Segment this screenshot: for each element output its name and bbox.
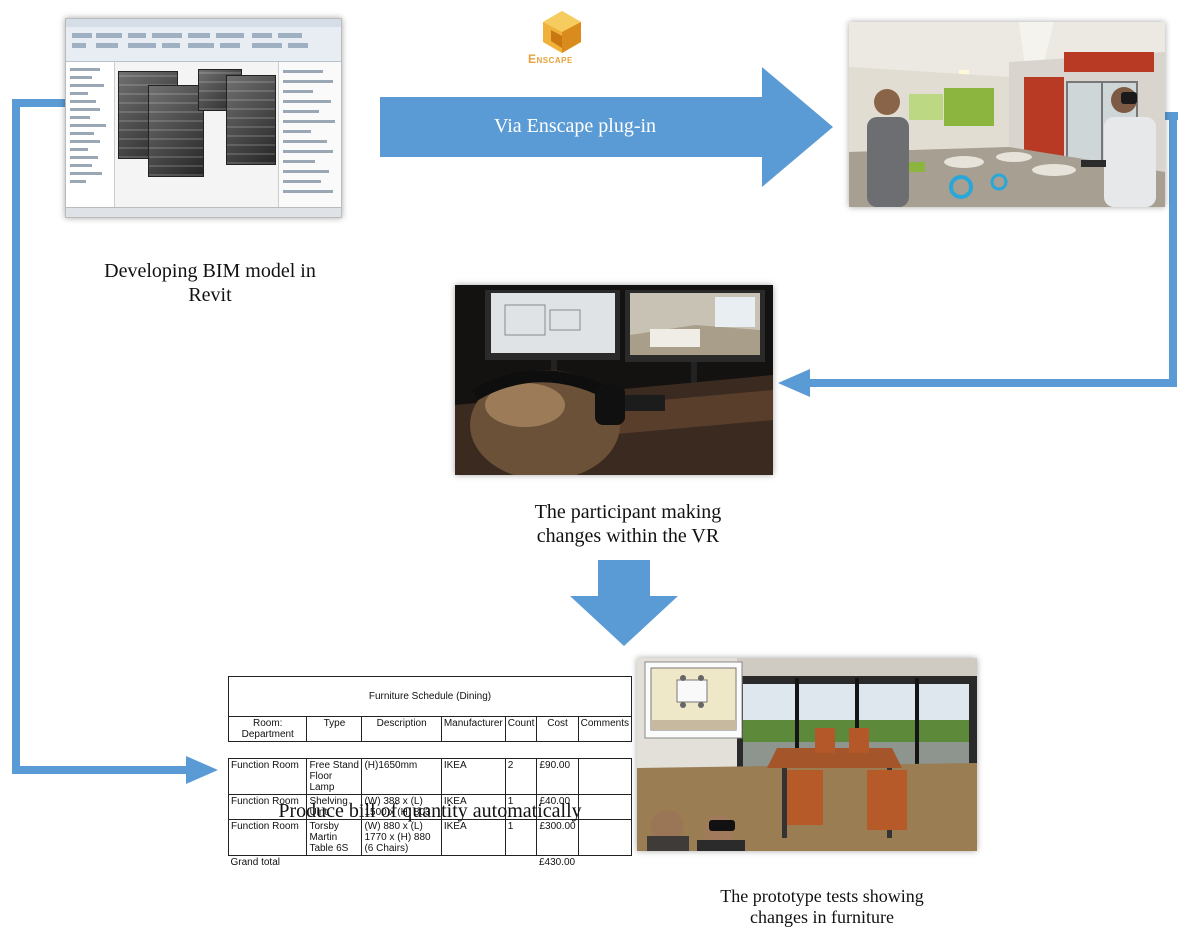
table-cell: Shelving Uint bbox=[306, 794, 363, 820]
left-connector-vertical bbox=[12, 99, 20, 774]
caption-revit-line-1: Developing BIM model in bbox=[104, 260, 316, 282]
table-cell: (H)1650mm bbox=[361, 758, 442, 795]
table-cell: Function Room bbox=[227, 794, 308, 820]
project-browser bbox=[66, 62, 115, 207]
schedule-header-row: Room: Department Type Description Manufa… bbox=[227, 716, 633, 742]
column-header: Room: Department bbox=[227, 716, 308, 742]
caption-prototype-line-2: changes in furniture bbox=[750, 907, 894, 927]
right-connector-arrowhead bbox=[778, 369, 810, 397]
caption-prototype: The prototype tests showing changes in f… bbox=[677, 886, 967, 928]
table-cell: £300.00 bbox=[536, 819, 579, 856]
table-cell: IKEA bbox=[440, 819, 506, 856]
vr-room-photo bbox=[849, 22, 1165, 207]
table-cell: IKEA bbox=[440, 794, 506, 820]
table-row: Function Room Shelving Uint (W) 388 x (L… bbox=[227, 794, 633, 820]
properties-panel bbox=[278, 62, 341, 207]
arrow-label: Via Enscape plug-in bbox=[493, 115, 657, 137]
table-cell: £40.00 bbox=[536, 794, 579, 820]
column-header: Type bbox=[306, 716, 363, 742]
column-header: Description bbox=[361, 716, 442, 742]
participant-photo bbox=[455, 285, 773, 475]
column-header: Comments bbox=[577, 716, 633, 742]
building-model bbox=[226, 75, 276, 165]
caption-prototype-line-1: The prototype tests showing bbox=[720, 886, 924, 906]
caption-participant-line-1: The participant making bbox=[534, 501, 722, 523]
status-bar bbox=[66, 207, 341, 217]
schedule-table: Furniture Schedule (Dining) Room: Depart… bbox=[227, 676, 633, 870]
table-cell: Torsby Martin Table 6S bbox=[306, 819, 363, 856]
right-connector-bottom bbox=[805, 379, 1177, 387]
table-cell: 2 bbox=[504, 758, 538, 795]
table-cell: £90.00 bbox=[536, 758, 579, 795]
caption-revit: Developing BIM model in Revit bbox=[75, 259, 345, 307]
caption-bill: Produce bill of quantity automatically bbox=[228, 799, 632, 823]
table-cell: Free Stand Floor Lamp bbox=[306, 758, 363, 795]
table-cell bbox=[577, 758, 633, 795]
down-flow-arrow bbox=[570, 560, 678, 646]
table-cell: Function Room bbox=[227, 819, 308, 856]
grand-total-row: Grand total £430.00 bbox=[229, 856, 632, 870]
table-cell: 1 bbox=[504, 819, 538, 856]
table-cell: (W) 880 x (L) 1770 x (H) 880 (6 Chairs) bbox=[361, 819, 442, 856]
left-connector-arrowhead bbox=[186, 756, 218, 784]
caption-participant: The participant making changes within th… bbox=[483, 500, 773, 548]
caption-revit-line-2: Revit bbox=[188, 284, 232, 306]
grand-total-label: Grand total bbox=[230, 857, 280, 868]
prototype-photo bbox=[637, 658, 977, 851]
left-connector-bottom bbox=[12, 766, 190, 774]
caption-bill-line: Produce bill of quantity automatically bbox=[278, 800, 582, 822]
building-model bbox=[148, 85, 204, 177]
table-row: Function Room Free Stand Floor Lamp (H)1… bbox=[227, 758, 633, 795]
table-cell: Function Room bbox=[227, 758, 308, 795]
enscape-logo-icon bbox=[543, 11, 581, 53]
revit-ribbon bbox=[66, 19, 341, 62]
furniture-schedule: Furniture Schedule (Dining) Room: Depart… bbox=[227, 676, 633, 870]
enscape-logo-text: Enscape bbox=[528, 52, 573, 66]
column-header: Manufacturer bbox=[440, 716, 506, 742]
grand-total-value: £430.00 bbox=[538, 857, 576, 868]
right-connector-vertical bbox=[1169, 112, 1177, 387]
caption-participant-line-2: changes within the VR bbox=[536, 525, 720, 547]
table-cell: IKEA bbox=[440, 758, 506, 795]
revit-screenshot bbox=[65, 18, 342, 218]
table-row: Function Room Torsby Martin Table 6S (W)… bbox=[227, 819, 633, 856]
column-header: Cost bbox=[536, 716, 579, 742]
table-cell: 1 bbox=[504, 794, 538, 820]
table-cell: (W) 388 x (L) 1500 x (H) 803 bbox=[361, 794, 442, 820]
left-connector-top bbox=[12, 99, 65, 107]
main-flow-arrow bbox=[380, 67, 833, 187]
schedule-title: Furniture Schedule (Dining) bbox=[228, 676, 632, 717]
column-header: Count bbox=[504, 716, 538, 742]
table-cell bbox=[577, 819, 633, 856]
